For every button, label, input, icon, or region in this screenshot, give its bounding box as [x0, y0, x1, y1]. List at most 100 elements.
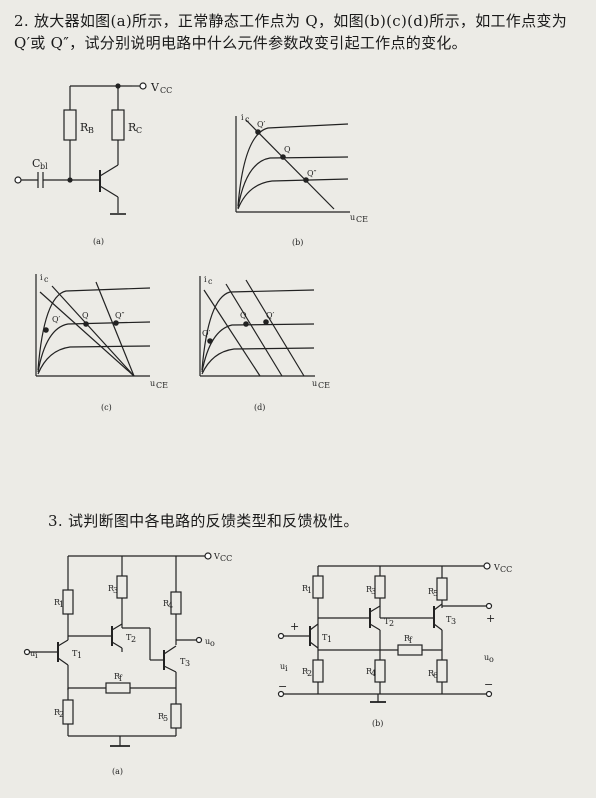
- cb-rf: R: [404, 634, 411, 643]
- cb-r4-sub: 4: [371, 669, 376, 678]
- cb-rf-sub: f: [409, 636, 413, 645]
- graph-b: i c u CE Q′ Q Q″ (b): [235, 113, 368, 247]
- ca-uo-sub: o: [210, 639, 215, 648]
- ca-r1: R: [54, 598, 61, 607]
- cb-r1-sub: 1: [307, 586, 312, 595]
- cb-t3-sub: 3: [451, 617, 456, 626]
- graph-d-q: Q: [240, 311, 247, 320]
- graph-c-yaxis: i: [40, 273, 43, 282]
- ca-uo: u: [205, 637, 210, 646]
- graph-c-ysub: c: [44, 275, 49, 284]
- caption-a: (a): [93, 237, 104, 246]
- question-3-text: 3. 试判断图中各电路的反馈类型和反馈极性。: [48, 512, 359, 530]
- cb-uo-sub: o: [489, 655, 494, 664]
- cb-r1: R: [302, 584, 309, 593]
- cb-in-plus: +: [290, 620, 299, 633]
- cb-out-plus: +: [486, 612, 495, 625]
- cb-r2: R: [302, 667, 309, 676]
- rb-resistor: [63, 109, 77, 141]
- ca-r3: R: [108, 584, 115, 593]
- load-line-b: [245, 119, 335, 210]
- graph-c-q1: Q′: [52, 315, 61, 324]
- graph-c: i c u CE Q′ Q Q″ (c): [35, 273, 168, 412]
- cb-r2-sub: 2: [307, 669, 312, 678]
- graph-d-ysub: c: [208, 277, 213, 286]
- graph-b-ysub: c: [245, 115, 250, 124]
- ca-t2-sub: 2: [131, 635, 136, 644]
- cb-uo: u: [484, 653, 489, 662]
- cb-label: C: [32, 157, 40, 170]
- cb-t2: T: [384, 617, 390, 626]
- graph-d-xsub: CE: [318, 381, 330, 390]
- cb-t3: T: [446, 615, 452, 624]
- graph-c-xsub: CE: [156, 381, 168, 390]
- ca-r1-sub: 1: [59, 600, 64, 609]
- ca-t3: T: [180, 657, 186, 666]
- graph-b-q1: Q′: [257, 120, 266, 129]
- ca-ui: u: [30, 649, 35, 658]
- cb-r6-sub: 6: [433, 671, 438, 680]
- cb-r3: R: [366, 585, 373, 594]
- rc-sub: C: [136, 126, 142, 135]
- cb-sub: bl: [40, 162, 48, 171]
- graph-d-q2: Q′: [266, 311, 275, 320]
- ca-r5-sub: 5: [163, 714, 168, 723]
- graph-d-xaxis: u: [312, 379, 317, 388]
- ca-r5: R: [158, 712, 165, 721]
- cb-out-minus: −: [484, 678, 493, 691]
- graph-b-xsub: CE: [356, 215, 368, 224]
- ca-r3-sub: 3: [113, 586, 118, 595]
- caption-circuit-b: (b): [372, 719, 383, 728]
- ca-vcc-sub: CC: [220, 554, 232, 563]
- ca-t1-sub: 1: [77, 651, 82, 660]
- cb-r4: R: [366, 667, 373, 676]
- cb-ui-sub: i: [285, 664, 288, 673]
- cb-ui: u: [280, 662, 285, 671]
- cb-t2-sub: 2: [389, 619, 394, 628]
- cb-r3-sub: 3: [371, 587, 376, 596]
- cb-r5: R: [428, 587, 435, 596]
- graph-d: i c u CE Q′ Q Q′ (d): [199, 275, 330, 412]
- ca-rf-sub: f: [119, 674, 123, 683]
- graph-b-yaxis: i: [241, 113, 244, 122]
- feedback-circuit-b: V CC R 1 R 3 R 5 + u i − T 1: [277, 562, 512, 728]
- ca-r2: R: [54, 708, 61, 717]
- graph-d-yaxis: i: [204, 275, 207, 284]
- graph-c-q2: Q″: [115, 311, 125, 320]
- graph-b-q: Q: [284, 145, 291, 154]
- cb-vcc: V: [493, 563, 500, 572]
- ca-t3-sub: 3: [185, 659, 190, 668]
- graph-c-q: Q: [82, 311, 89, 320]
- ca-vcc: V: [213, 552, 220, 561]
- caption-d: (d): [254, 403, 265, 412]
- rc-label: R: [128, 121, 137, 134]
- rb-sub: B: [88, 126, 94, 135]
- caption-b: (b): [292, 238, 303, 247]
- vcc-label: V: [150, 81, 160, 94]
- ca-rf: R: [114, 672, 121, 681]
- ca-r2-sub: 2: [59, 710, 64, 719]
- cb-t1-sub: 1: [327, 635, 332, 644]
- feedback-circuit-a: V CC R 1 R 3 R 4 u i T 1 T: [23, 552, 232, 776]
- graph-d-q1: Q′: [202, 329, 211, 338]
- graph-b-q2: Q″: [307, 169, 317, 178]
- input-terminal: [14, 176, 22, 184]
- rc-resistor: [111, 109, 125, 141]
- cb-in-minus: −: [278, 680, 287, 693]
- vcc-sub: CC: [160, 86, 172, 95]
- graph-c-xaxis: u: [150, 379, 155, 388]
- graph-b-xaxis: u: [350, 213, 355, 222]
- cb-r5-sub: 5: [433, 589, 438, 598]
- ca-t2: T: [126, 633, 132, 642]
- ca-r4-sub: 4: [168, 601, 173, 610]
- amplifier-circuit-a: V CC R B R C C bl (a): [14, 81, 172, 246]
- cb-t1: T: [322, 633, 328, 642]
- ca-ui-sub: i: [35, 651, 38, 660]
- question-2-text: 2. 放大器如图(a)所示，正常静态工作点为 Q，如图(b)(c)(d)所示，如…: [14, 12, 568, 52]
- cb-vcc-sub: CC: [500, 565, 512, 574]
- ca-r4: R: [163, 599, 170, 608]
- caption-circuit-a: (a): [112, 767, 123, 776]
- cb-r6: R: [428, 669, 435, 678]
